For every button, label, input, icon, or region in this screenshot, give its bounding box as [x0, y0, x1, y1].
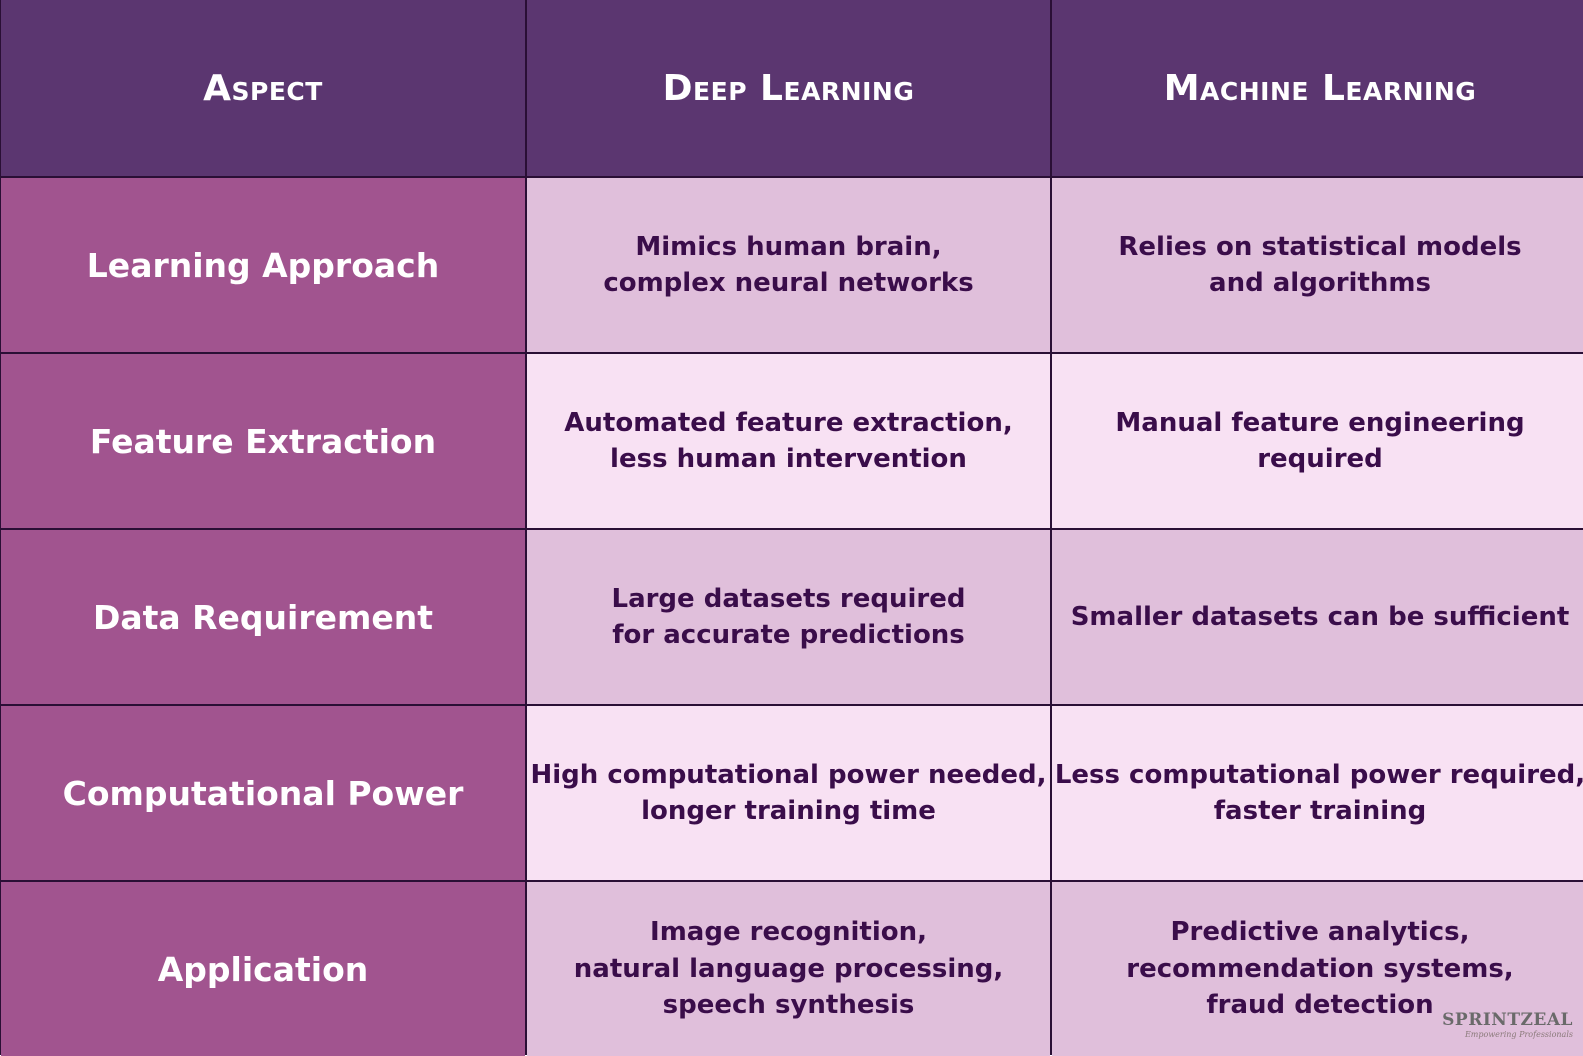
- cell-line: natural language processing,: [573, 953, 1004, 984]
- cell-line: High computational power needed,: [530, 759, 1047, 790]
- row-label-application: Application: [1, 882, 525, 1056]
- header-deep-learning: Deep Learning: [527, 0, 1050, 176]
- cell-line: recommendation systems,: [1126, 953, 1514, 984]
- row-label-text: Application: [157, 949, 369, 989]
- row-label-text: Learning Approach: [86, 245, 440, 285]
- cell-line: complex neural networks: [603, 268, 974, 298]
- cell-line: Automated feature extraction,: [564, 407, 1013, 438]
- row-label-learning-approach: Learning Approach: [1, 178, 525, 352]
- cell-deep-learning-approach: Mimics human brain, complex neural netwo…: [527, 178, 1050, 352]
- row-label-data-requirement: Data Requirement: [1, 530, 525, 704]
- cell-line: required: [1257, 444, 1383, 474]
- header-aspect: Aspect: [1, 0, 525, 176]
- logo-wordmark: SPRINTZEAL: [1442, 1010, 1573, 1030]
- cell-line: Smaller datasets can be sufficient: [1070, 601, 1570, 632]
- cell-line: fraud detection: [1206, 990, 1434, 1021]
- cell-ml-feature-extraction: Manual feature engineering required: [1052, 354, 1583, 528]
- header-machine-learning: Machine Learning: [1052, 0, 1583, 176]
- cell-line: less human intervention: [610, 444, 967, 474]
- cell-deep-feature-extraction: Automated feature extraction, less human…: [527, 354, 1050, 528]
- row-label-text: Feature Extraction: [89, 421, 437, 461]
- cell-line: longer training time: [641, 796, 936, 826]
- cell-deep-computational-power: High computational power needed, longer …: [527, 706, 1050, 880]
- cell-line: Large datasets required: [611, 583, 966, 614]
- cell-line: Mimics human brain,: [635, 231, 942, 262]
- cell-line: Less computational power required,: [1054, 759, 1583, 790]
- cell-ml-learning-approach: Relies on statistical models and algorit…: [1052, 178, 1583, 352]
- cell-ml-data-requirement: Smaller datasets can be sufficient: [1052, 530, 1583, 704]
- cell-line: for accurate predictions: [612, 620, 965, 650]
- cell-line: and algorithms: [1209, 268, 1431, 298]
- header-machine-learning-label: Machine Learning: [1163, 67, 1477, 109]
- cell-ml-application: Predictive analytics, recommendation sys…: [1052, 882, 1583, 1056]
- header-deep-learning-label: Deep Learning: [662, 67, 915, 109]
- row-label-computational-power: Computational Power: [1, 706, 525, 880]
- cell-line: Image recognition,: [650, 917, 927, 948]
- cell-ml-computational-power: Less computational power required, faste…: [1052, 706, 1583, 880]
- row-label-feature-extraction: Feature Extraction: [1, 354, 525, 528]
- logo-tagline: Empowering Professionals: [1464, 1030, 1573, 1039]
- row-label-text: Data Requirement: [92, 597, 434, 637]
- cell-line: Predictive analytics,: [1170, 917, 1470, 948]
- header-aspect-label: Aspect: [203, 67, 323, 109]
- row-label-text: Computational Power: [62, 773, 464, 813]
- cell-line: speech synthesis: [662, 990, 915, 1021]
- cell-deep-application: Image recognition, natural language proc…: [527, 882, 1050, 1056]
- cell-line: Manual feature engineering: [1115, 407, 1525, 438]
- cell-line: Relies on statistical models: [1118, 231, 1522, 262]
- cell-deep-data-requirement: Large datasets required for accurate pre…: [527, 530, 1050, 704]
- sprintzeal-logo: SPRINTZEAL Empowering Professionals: [1442, 1010, 1573, 1039]
- cell-line: faster training: [1213, 796, 1427, 826]
